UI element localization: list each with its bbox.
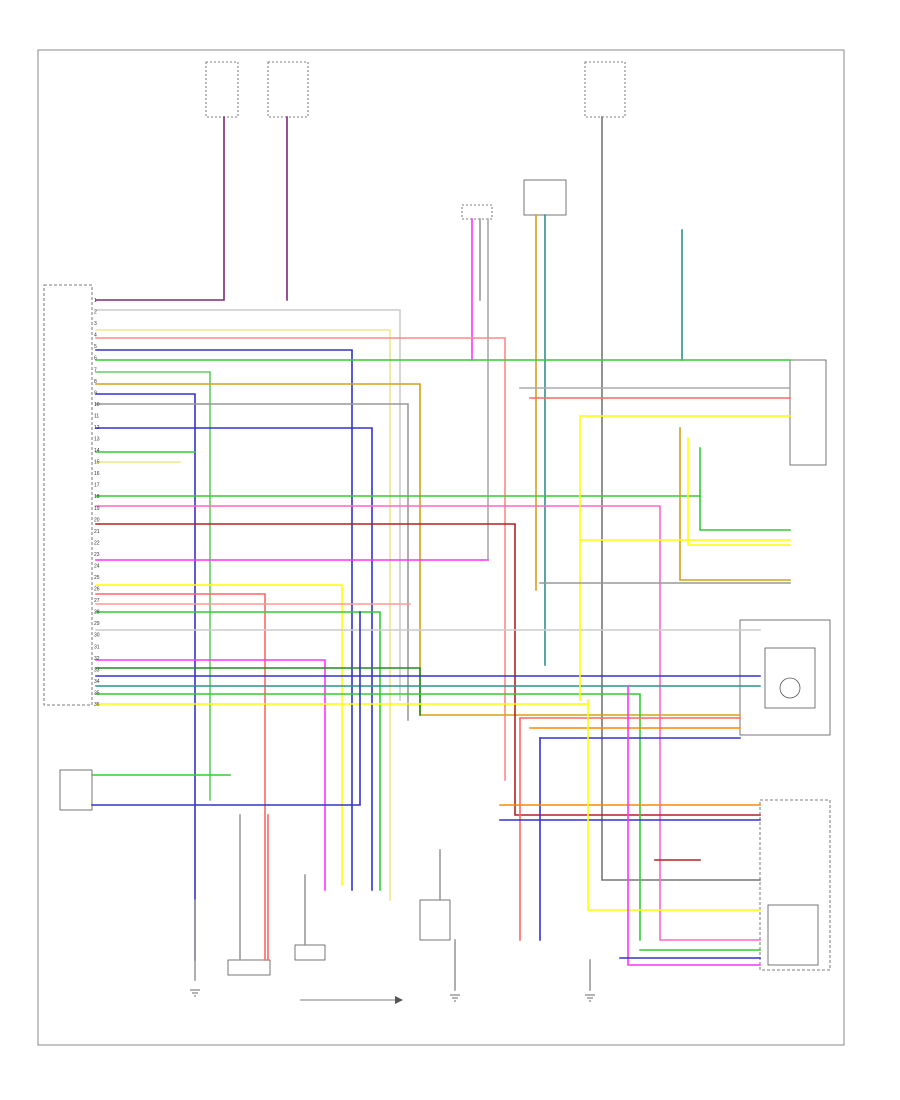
connector-pin-label: 22 — [94, 540, 100, 546]
connector-pin-label: 1 — [94, 298, 97, 304]
connector-pin-label: 32 — [94, 656, 100, 662]
connector-pin-label: 29 — [94, 621, 100, 627]
grounds — [190, 989, 595, 1002]
wire-s4 — [587, 699, 761, 911]
transfer-motor-window — [764, 647, 816, 709]
connector-pin-label: 31 — [94, 644, 100, 650]
connector-pin-label: 28 — [94, 610, 100, 616]
hot-in-run-fuse-box — [267, 61, 309, 118]
connector-pin-label: 5 — [94, 344, 97, 350]
transfer-case-connector — [294, 944, 326, 961]
wire-r6 — [699, 447, 791, 531]
connector-pin-label: 15 — [94, 460, 100, 466]
transfer-motor — [779, 677, 801, 699]
connector-pin-label: 12 — [94, 425, 100, 431]
wire-h22 — [95, 659, 326, 891]
connector-pin-label: 35 — [94, 691, 100, 697]
control-module-connector — [43, 284, 93, 706]
connector-pin-label: 9 — [94, 390, 97, 396]
wire-h15 — [95, 523, 761, 816]
wire-fuse-left — [95, 116, 225, 301]
wire-h10 — [95, 427, 373, 891]
ground-symbol — [585, 994, 595, 1002]
transmission-switch-box — [759, 799, 831, 971]
hot-at-all-times-fuse-box — [205, 61, 239, 118]
wire-h23 — [95, 667, 421, 716]
connector-pin-label: 33 — [94, 667, 100, 673]
wire-h6 — [95, 371, 211, 801]
connector-pin-label: 7 — [94, 367, 97, 373]
connector-pin-label: 25 — [94, 575, 100, 581]
wire-h20 — [95, 611, 381, 891]
hot-at-all-times-fuse-box-right — [584, 61, 626, 118]
wire-h8 — [95, 393, 196, 961]
connector-pin-label: 10 — [94, 402, 100, 408]
ground-symbol — [190, 989, 200, 997]
connector-pin-label: 21 — [94, 529, 100, 535]
connector-pin-label: 30 — [94, 633, 100, 639]
speed-sensor — [59, 769, 93, 811]
connector-pin-label: 13 — [94, 437, 100, 443]
wire-sensor-b — [91, 611, 361, 806]
connector-pin-label: 20 — [94, 517, 100, 523]
diagram-frame — [37, 49, 845, 1046]
wire-h26 — [95, 693, 641, 941]
wire-s5 — [627, 685, 761, 966]
mode-switch — [767, 904, 819, 966]
connector-pin-labels: 1234567891011121314151617181920212223242… — [94, 298, 100, 708]
wire-r4 — [679, 427, 791, 581]
wire-h3 — [95, 337, 506, 781]
connector-pin-label: 3 — [94, 321, 97, 327]
connector-pin-label: 11 — [94, 413, 99, 419]
reverse-switch — [419, 899, 451, 941]
connector-pin-label: 14 — [94, 448, 100, 454]
connector-pin-label: 23 — [94, 552, 100, 558]
connector-pin-label: 16 — [94, 471, 100, 477]
connector-pin-label: 27 — [94, 598, 100, 604]
diode-box — [227, 959, 271, 976]
component-outlines — [43, 61, 831, 1004]
transfer-actuator — [739, 619, 831, 736]
wire-h14 — [95, 505, 761, 941]
ground-symbol — [450, 994, 460, 1002]
connector-pin-label: 24 — [94, 564, 100, 570]
brake-switch-box — [523, 179, 567, 216]
wire-h7 — [95, 383, 741, 716]
connector-pin-label: 26 — [94, 587, 100, 593]
connector-pin-label: 36 — [94, 702, 100, 708]
wire-h18 — [95, 593, 266, 961]
connector-pin-label: 2 — [94, 310, 97, 316]
connector-pin-label: 17 — [94, 483, 100, 489]
wire-h4 — [95, 349, 353, 891]
connector-pin-label: 6 — [94, 356, 97, 362]
wire-h1 — [95, 309, 401, 701]
wire-fuse-right — [601, 116, 761, 881]
connector-pin-label: 34 — [94, 679, 100, 685]
connector-pin-label: 19 — [94, 506, 100, 512]
connector-pin-label: 8 — [94, 379, 97, 385]
brake-switch-connector — [461, 204, 493, 220]
right-control-unit — [789, 359, 827, 466]
wire-h2 — [95, 329, 391, 901]
wire-h9 — [95, 403, 409, 721]
harness-arrow-head — [395, 996, 403, 1004]
connector-pin-label: 18 — [94, 494, 100, 500]
wire-r3 — [579, 415, 791, 701]
connector-pin-label: 4 — [94, 333, 97, 339]
wire-r5 — [687, 437, 791, 546]
wires — [91, 116, 791, 991]
wire-h17 — [95, 584, 343, 886]
